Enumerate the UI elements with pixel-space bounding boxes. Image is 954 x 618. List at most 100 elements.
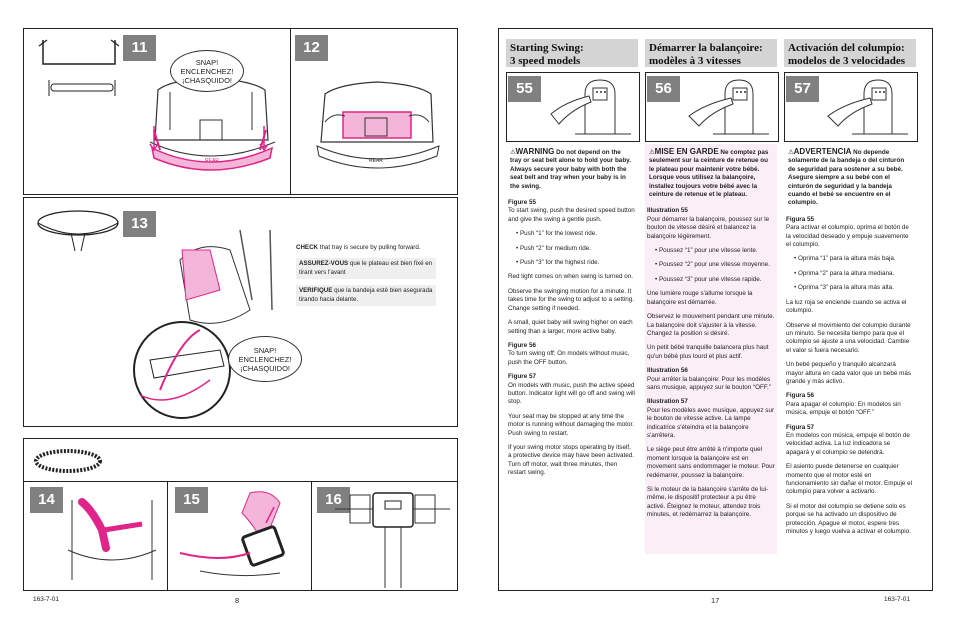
rear-label-12: REAR	[369, 158, 383, 164]
header-en-line1: Starting Swing:	[510, 42, 584, 54]
snap-text-3: ¡CHASQUIDO!	[181, 75, 232, 85]
snap-text-mid-3: ¡CHASQUIDO!	[239, 363, 290, 373]
check-instructions: CHECK that tray is secure by pulling for…	[296, 244, 436, 307]
step-number-13: 13	[123, 211, 156, 237]
step-12-illustration	[316, 81, 440, 169]
column-fr: ⚠MISE EN GARDE Ne comptez pas seulement …	[647, 146, 775, 526]
warning-icon: ⚠	[510, 149, 516, 156]
fr-fig55: Illustration 55	[647, 207, 688, 215]
header-en-line2: 3 speed models	[510, 55, 581, 67]
column-fr-bg	[645, 144, 777, 554]
header-es-line1: Activación del columpio:	[788, 42, 905, 54]
en-bullet-1: Push “1” for the lowest ride.	[516, 230, 636, 238]
divider-11-12	[290, 28, 291, 194]
step-15-illustration	[180, 491, 285, 577]
header-fr: Démarrer la balançoire:modèles à 3 vites…	[645, 39, 777, 67]
fr-bullet-1: Poussez “1” pour une vitesse lente.	[655, 247, 775, 255]
es-bullet-2: Oprima “2” para la altura mediana.	[794, 270, 914, 278]
step-number-11: 11	[123, 35, 156, 61]
divider-15-16	[311, 481, 312, 590]
header-fr-line1: Démarrer la balançoire:	[649, 42, 763, 54]
en-fig57: Figure 57	[508, 373, 536, 381]
warning-fr-text: Ne comptez pas seulement sur la ceinture…	[649, 149, 769, 199]
assurez-bold: ASSUREZ-VOUS	[299, 260, 349, 268]
es-p3: Observe el movimiento del columpio duran…	[786, 321, 911, 354]
fr-p4: Un petit bébé tranquille balancera plus …	[647, 344, 769, 360]
es-p5: Para apagar el columpio: En modelos sin …	[786, 400, 901, 417]
step-number-15: 15	[175, 487, 208, 513]
left-page-number: 8	[235, 596, 240, 605]
warning-es-text: No depende solamente de la bandeja o del…	[788, 149, 905, 207]
fr-speed-list: Poussez “1” pour une vitesse lente. Pous…	[647, 247, 775, 284]
belt-illustration	[34, 449, 102, 473]
en-bullet-3: Push “3” for the highest ride.	[516, 259, 636, 267]
snap-text-1: SNAP!	[195, 57, 219, 67]
figure-57-illustration	[827, 79, 908, 135]
warning-fr: ⚠MISE EN GARDE Ne comptez pas seulement …	[647, 146, 775, 201]
check-text: that tray is secure by pulling forward.	[318, 244, 421, 251]
tray-bar-illustration	[38, 39, 120, 96]
fr-p5: Pour arrêter la balançoire: Pour les mod…	[647, 375, 771, 391]
figure-56-frame	[645, 72, 779, 142]
fr-p7: Le siège peut être arrêté à n'importe qu…	[647, 446, 775, 479]
warning-en-title: WARNING	[515, 147, 555, 156]
en-fig56: Figure 56	[508, 341, 536, 349]
figure-57-frame	[784, 72, 918, 142]
en-p1: To start swing, push the desired speed b…	[508, 207, 635, 223]
header-es: Activación del columpio:modelos de 3 vel…	[784, 39, 916, 67]
es-fig55: Figura 55	[786, 215, 814, 223]
en-p3: Observe the swinging motion for a minute…	[508, 287, 635, 312]
fr-p3: Observez le mouvement pendant une minute…	[647, 313, 775, 337]
column-es: ⚠ADVERTENCIA No depende solamente de la …	[786, 146, 914, 542]
es-bullet-1: Oprima “1” para la altura más baja.	[794, 255, 914, 263]
fr-p1: Pour démarrer la balançoire, poussez sur…	[647, 215, 770, 240]
es-p2: La luz roja se enciende cuando se activa…	[786, 298, 907, 315]
figure-55-frame	[506, 72, 640, 142]
step-number-55: 55	[508, 76, 541, 102]
en-p8: If your swing motor stops operating by i…	[508, 443, 635, 477]
verifique-bold: VERIFIQUE	[299, 287, 333, 295]
right-footer-code: 163-7-01	[884, 596, 911, 603]
fr-p2: Une lumière rouge s'allume lorsque la ba…	[647, 290, 753, 306]
snap-text-mid-1: SNAP!	[253, 345, 277, 355]
es-bullet-3: Oprima “3” para la altura más alta.	[794, 284, 914, 292]
warning-fr-title: MISE EN GARDE	[654, 147, 719, 156]
step-number-57: 57	[786, 76, 819, 102]
fr-p6: Pour les modèles avec musique, appuyez s…	[647, 406, 775, 439]
divider-14-15	[167, 481, 168, 590]
fr-bullet-2: Poussez “2” pour une vitesse moyenne.	[655, 261, 775, 269]
warning-en: ⚠WARNING Do not depend on the tray or se…	[508, 146, 636, 194]
es-p8: Si el motor del columpio se detiene solo…	[786, 502, 911, 536]
es-p7: El asiento puede detenerse en cualquier …	[786, 463, 913, 496]
es-p4: Un bebé pequeño y tranquilo alcanzará ma…	[786, 361, 911, 385]
header-fr-line2: modèles à 3 vitesses	[649, 55, 741, 67]
en-p7: Your seat may be stopped at any time the…	[508, 412, 635, 437]
snap-text-mid-2: ENCLENCHEZ!	[238, 354, 292, 364]
verifique-text: que la bandeja esté bien asegurada tiran…	[299, 287, 433, 303]
step-number-56: 56	[647, 76, 680, 102]
en-speed-list: Push “1” for the lowest ride. Push “2” f…	[508, 230, 636, 267]
warning-icon: ⚠	[788, 149, 794, 156]
column-en: ⚠WARNING Do not depend on the tray or se…	[508, 146, 636, 484]
fr-fig57: Illustration 57	[647, 398, 688, 406]
header-en: Starting Swing:3 speed models	[506, 39, 638, 67]
es-speed-list: Oprima “1” para la altura más baja. Opri…	[786, 255, 914, 292]
en-p4: A small, quiet baby will swing higher on…	[508, 319, 633, 335]
snap-text-2: ENCLENCHEZ!	[180, 66, 234, 76]
figure-56-illustration	[688, 79, 769, 135]
right-page-number: 17	[711, 596, 720, 605]
divider-top-14-16	[23, 481, 457, 482]
es-fig56: Figura 56	[786, 392, 814, 400]
step-16-illustration	[335, 492, 450, 588]
assurez-text: que le plateau est bien fixé en tirant v…	[299, 260, 433, 276]
snap-bubble-top: SNAP!ENCLENCHEZ!¡CHASQUIDO!	[170, 50, 244, 92]
en-p6: On models with music, push the active sp…	[508, 381, 635, 406]
check-bold: CHECK	[296, 244, 319, 251]
fr-bullet-3: Poussez “3” pour une vitesse rapide.	[655, 276, 775, 284]
fr-p8: Si le moteur de la balançoire s'arrête d…	[647, 486, 769, 519]
warning-es-title: ADVERTENCIA	[793, 147, 852, 156]
warning-en-text: Do not depend on the tray or seat belt a…	[510, 149, 631, 190]
left-footer-code: 163-7-01	[33, 596, 60, 603]
en-p2: Red light comes on when swing is turned …	[508, 273, 633, 281]
tray-illustration	[37, 210, 119, 252]
